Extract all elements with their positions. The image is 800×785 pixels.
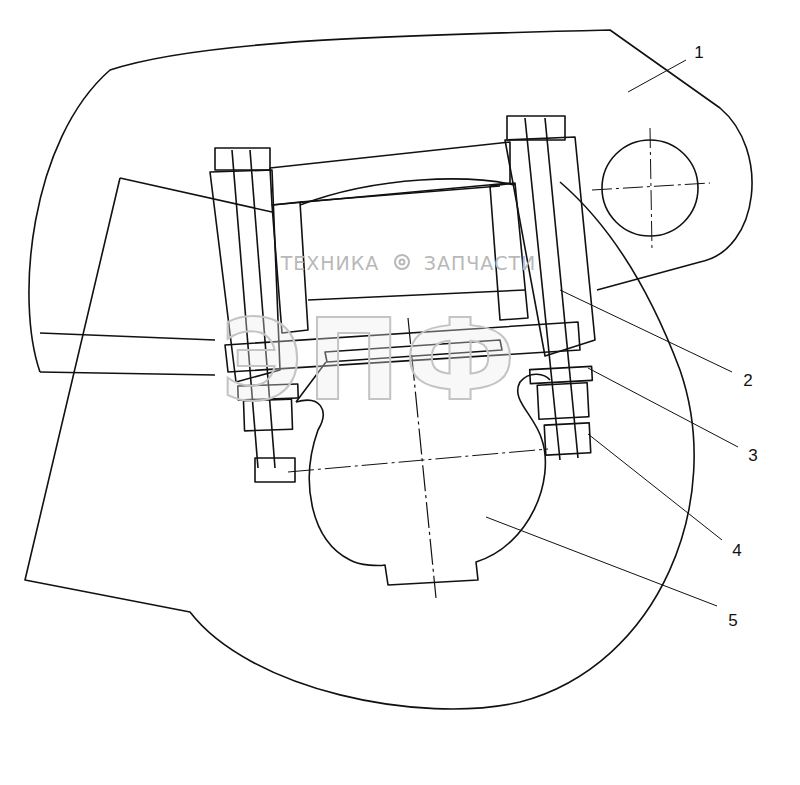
callout-number: 4 bbox=[732, 542, 741, 559]
band-edge bbox=[40, 333, 215, 340]
watermark-text: ЗАПЧАСТИ bbox=[424, 254, 537, 273]
nut bbox=[255, 458, 295, 482]
watermark-logo: ЭПФ bbox=[221, 304, 520, 416]
nut bbox=[544, 423, 591, 455]
leader-line bbox=[588, 434, 722, 540]
callout-number: 5 bbox=[728, 612, 737, 629]
leader-line bbox=[486, 517, 717, 606]
center-line bbox=[288, 449, 548, 472]
top-plate bbox=[270, 142, 510, 205]
bolt-shank bbox=[545, 118, 578, 458]
bolt-shank bbox=[525, 118, 560, 460]
watermark-gear bbox=[395, 255, 409, 269]
frame-outline bbox=[25, 178, 694, 709]
callout-number: 3 bbox=[748, 447, 757, 464]
nut bbox=[537, 383, 589, 420]
spacer bbox=[490, 183, 528, 320]
leader-line bbox=[588, 368, 738, 447]
watermark-text: ТЕХНИКА bbox=[281, 254, 380, 273]
leader-line bbox=[560, 290, 732, 372]
frame-edge bbox=[120, 178, 272, 212]
leader-line bbox=[628, 60, 686, 92]
center-line bbox=[650, 128, 652, 250]
band-edge bbox=[40, 372, 215, 375]
bolt-head bbox=[215, 148, 270, 170]
spacer-edge bbox=[300, 186, 500, 202]
bolt-head bbox=[507, 116, 565, 140]
spacer-edge bbox=[308, 290, 525, 300]
callout-number: 1 bbox=[694, 44, 703, 61]
callout-number: 2 bbox=[743, 372, 752, 389]
